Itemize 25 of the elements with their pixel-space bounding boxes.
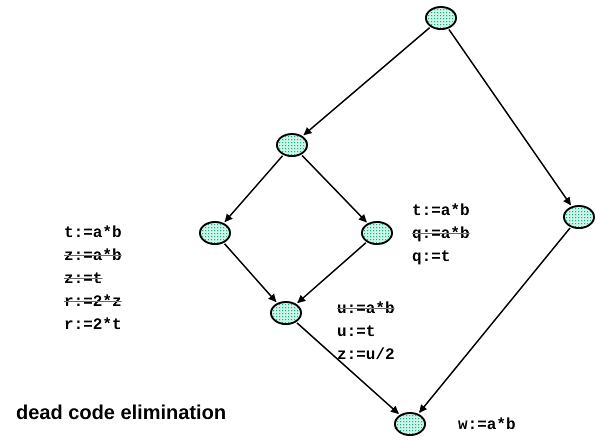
code-statement: q:=t xyxy=(412,248,450,266)
caption: dead code elimination xyxy=(16,401,226,426)
node-ellipse xyxy=(563,205,595,229)
code-statement: t:=a*b xyxy=(64,224,122,242)
arrow xyxy=(224,155,284,222)
arrow xyxy=(296,322,399,414)
code-statement: u:=t xyxy=(337,323,376,341)
node-ellipse xyxy=(361,221,393,245)
code-statement: z:=u/2 xyxy=(337,346,395,364)
arrow xyxy=(448,29,572,206)
node-ellipse xyxy=(276,133,308,157)
struck-code-statement: z:=t xyxy=(64,270,102,288)
code-statement: r:=2*t xyxy=(64,316,122,334)
struck-code-statement: r:=2*z xyxy=(64,293,122,311)
arrow xyxy=(303,27,430,136)
arrow xyxy=(297,242,366,304)
arrow xyxy=(418,227,571,413)
code-statement: t:=a*b xyxy=(412,202,470,220)
code-statement: w:=a*b xyxy=(458,416,516,434)
node-ellipse xyxy=(199,221,231,245)
node-ellipse xyxy=(394,412,426,436)
node-ellipse xyxy=(270,301,302,325)
arrow xyxy=(224,243,276,302)
arrow xyxy=(301,154,367,222)
node-ellipse xyxy=(425,6,457,30)
